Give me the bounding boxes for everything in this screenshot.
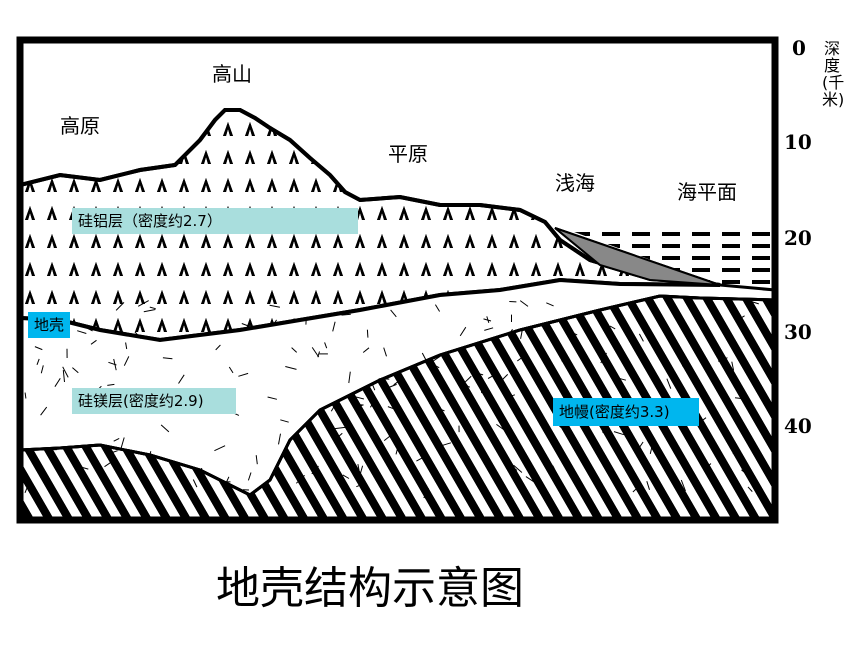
- depth-axis-label: 深度(千米): [822, 39, 845, 109]
- label-plain: 平原: [388, 142, 428, 166]
- label-sea-level: 海平面: [677, 180, 737, 204]
- label-mantle: 地幔(密度约3.3): [553, 398, 699, 426]
- depth-tick-40: 40: [784, 414, 812, 438]
- label-shallow-sea: 浅海: [555, 171, 595, 195]
- sial-layer: [20, 108, 721, 343]
- diagram-frame: [16, 36, 779, 524]
- shallow-sea-water: [555, 225, 775, 288]
- depth-tick-30: 30: [784, 320, 812, 344]
- label-mountain: 高山: [212, 62, 252, 86]
- label-plateau: 高原: [60, 114, 100, 138]
- label-sima-layer: 硅镁层(密度约2.9): [72, 388, 236, 414]
- label-crust: 地壳: [28, 312, 71, 338]
- coastal-sediment: [554, 227, 721, 286]
- label-sial-layer: 硅铝层（密度约2.7）: [72, 208, 358, 234]
- mantle-layer: [20, 294, 775, 520]
- depth-tick-0: 0: [792, 36, 806, 60]
- depth-tick-10: 10: [784, 130, 812, 154]
- diagram-title: 地壳结构示意图: [216, 563, 524, 614]
- depth-tick-20: 20: [784, 226, 812, 250]
